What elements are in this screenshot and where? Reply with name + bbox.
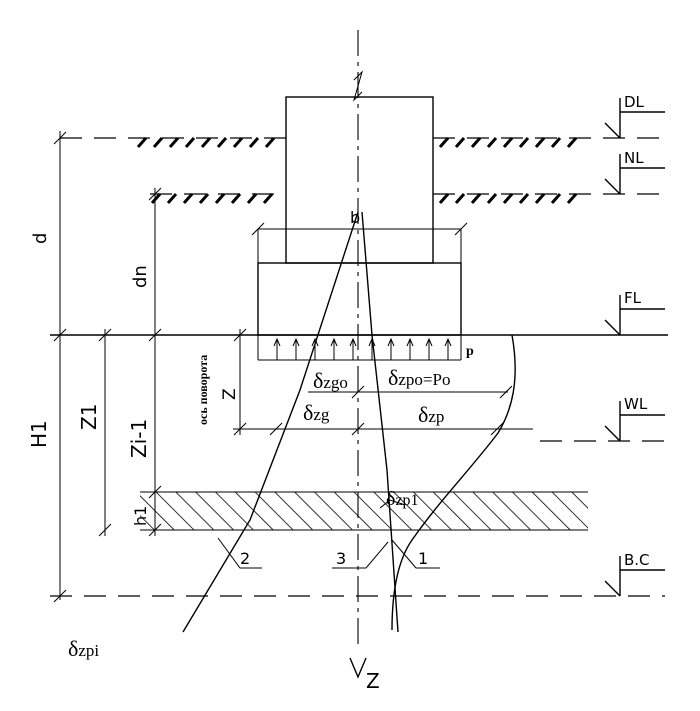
label-sigma-zp1-symbol: δ: [386, 488, 395, 510]
ground-line-dl: [60, 137, 665, 148]
label-h1: H1: [27, 420, 51, 448]
label-rotation-axis: ось поворота: [196, 355, 210, 425]
label-nl: NL: [624, 149, 644, 167]
label-curve-2: 2: [240, 549, 250, 568]
svg-text:δzpi: δzpi: [68, 636, 99, 661]
label-sigma-zp-symbol: δ: [418, 402, 428, 427]
label-sigma-zpi-symbol: δ: [68, 636, 78, 661]
curve-sigma-zp: [391, 334, 516, 631]
label-sigma-zg-symbol: δ: [303, 400, 313, 425]
level-markers: [604, 98, 665, 597]
label-sigma-zpo-sub: zpo=Po: [398, 370, 450, 389]
ground-line-nl: [150, 193, 665, 204]
label-sigma-zgo-symbol: δ: [313, 368, 323, 393]
label-fl: FL: [624, 289, 642, 307]
label-h1-small: h1: [131, 506, 150, 526]
curve-sigma-zg0: [361, 211, 399, 633]
label-sigma-zgo-sub: zgo: [323, 373, 348, 392]
label-d: d: [30, 233, 51, 244]
label-wl: WL: [624, 395, 648, 413]
label-sigma-zp1-sub: zp1: [395, 492, 418, 509]
label-zi1: Zi-1: [127, 419, 151, 458]
label-curve-1: 1: [418, 549, 428, 568]
diagram-labels: DL NL FL WL B.C d dn H1 Z1 Zi-1 h1 Z b о…: [27, 93, 650, 693]
label-dl: DL: [624, 93, 645, 111]
soil-layer-hatch: [140, 491, 588, 531]
label-z1: Z1: [77, 404, 101, 430]
svg-text:δzp: δzp: [418, 402, 444, 427]
contact-pressure-diagram: [257, 335, 462, 361]
curve-leaders: [217, 537, 440, 569]
svg-text:δzpo=Po: δzpo=Po: [388, 365, 450, 390]
label-curve-3: 3: [336, 549, 346, 568]
svg-text:δzg: δzg: [303, 400, 330, 425]
label-dn: dn: [130, 265, 151, 288]
svg-text:δzgo: δzgo: [313, 368, 348, 393]
label-bc: B.C: [624, 551, 650, 569]
label-b: b: [350, 208, 360, 227]
stress-curves: [182, 211, 516, 633]
label-sigma-zpo-symbol: δ: [388, 365, 398, 390]
label-sigma-zp-sub: zp: [428, 407, 444, 426]
center-axis: [349, 30, 367, 679]
dimension-lines: [53, 131, 533, 603]
label-p: p: [466, 344, 474, 359]
label-axis-z: Z: [366, 669, 380, 693]
label-sigma-zg-sub: zg: [313, 405, 330, 424]
curve-sigma-zg: [182, 211, 359, 633]
label-z: Z: [220, 388, 240, 400]
label-sigma-zpi-sub: zpi: [78, 641, 99, 660]
svg-text:δzp1: δzp1: [386, 488, 419, 510]
